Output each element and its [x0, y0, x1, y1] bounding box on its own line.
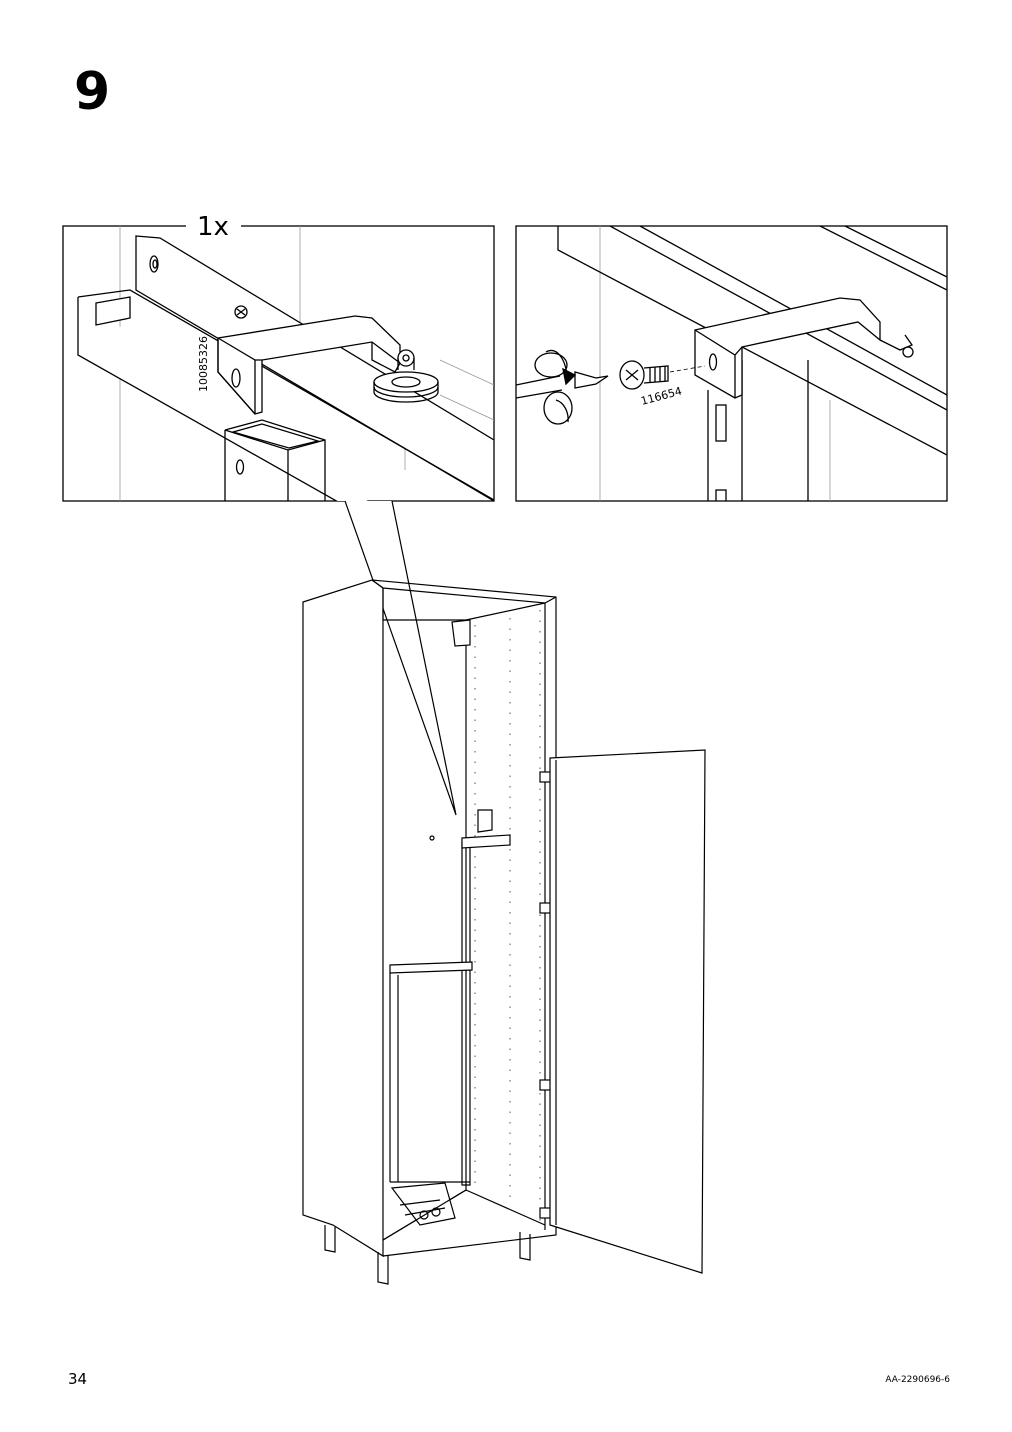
detail-panel-right: 116654: [515, 225, 948, 502]
detail-panel-left: 1x 10085326: [62, 212, 495, 502]
part-number-bracket: 10085326: [197, 336, 210, 392]
document-code: AA-2290696-6: [885, 1375, 950, 1385]
quantity-label: 1x: [197, 212, 229, 242]
cabinet-illustration: [302, 579, 706, 1285]
page-number: 34: [68, 1370, 88, 1388]
step-number: 9: [74, 62, 111, 122]
